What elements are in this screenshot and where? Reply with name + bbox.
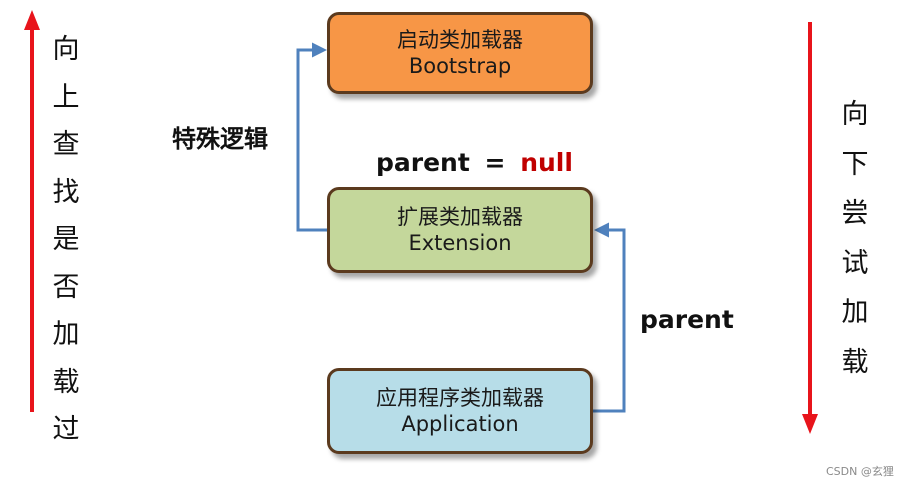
- right-char: 加: [841, 297, 869, 328]
- connector-application-to-extension: [593, 222, 626, 413]
- parent-word: parent: [376, 148, 470, 177]
- bootstrap-cn-label: 启动类加载器: [397, 28, 523, 52]
- application-loader-box: 应用程序类加载器 Application: [327, 368, 593, 454]
- left-char: 加: [52, 319, 80, 350]
- right-char: 尝: [841, 198, 869, 229]
- left-char: 向: [52, 34, 80, 65]
- extension-loader-box: 扩展类加载器 Extension: [327, 187, 593, 273]
- left-char: 过: [52, 414, 80, 445]
- equals-sign: =: [484, 148, 506, 177]
- right-char: 载: [841, 346, 869, 378]
- left-char: 查: [52, 129, 80, 160]
- parent-null-label: parent = null: [376, 148, 573, 178]
- right-char: 向: [841, 99, 869, 130]
- application-cn-label: 应用程序类加载器: [376, 386, 544, 410]
- extension-en-label: Extension: [408, 231, 512, 255]
- left-up-arrow-head: [24, 10, 40, 30]
- left-vertical-text: 向 上 查 找 是 否 加 载 过: [46, 26, 86, 454]
- bootstrap-en-label: Bootstrap: [408, 54, 512, 78]
- right-char: 试: [841, 247, 869, 279]
- extension-cn-label: 扩展类加载器: [397, 205, 523, 229]
- connector-extension-to-bootstrap: [296, 42, 327, 232]
- right-char: 下: [841, 148, 869, 180]
- left-char: 载: [52, 366, 80, 398]
- left-char: 是: [52, 224, 80, 255]
- watermark: CSDN @玄狸: [826, 465, 894, 478]
- left-char: 否: [52, 271, 80, 303]
- left-char: 上: [52, 81, 80, 113]
- application-en-label: Application: [401, 412, 519, 436]
- bootstrap-loader-box: 启动类加载器 Bootstrap: [327, 12, 593, 94]
- right-vertical-text: 向 下 尝 试 加 载: [835, 90, 875, 387]
- special-logic-label: 特殊逻辑: [172, 125, 268, 153]
- parent-label-right: parent: [640, 305, 734, 334]
- right-down-arrow-head: [802, 414, 818, 434]
- null-word: null: [520, 148, 573, 177]
- left-char: 找: [52, 176, 80, 208]
